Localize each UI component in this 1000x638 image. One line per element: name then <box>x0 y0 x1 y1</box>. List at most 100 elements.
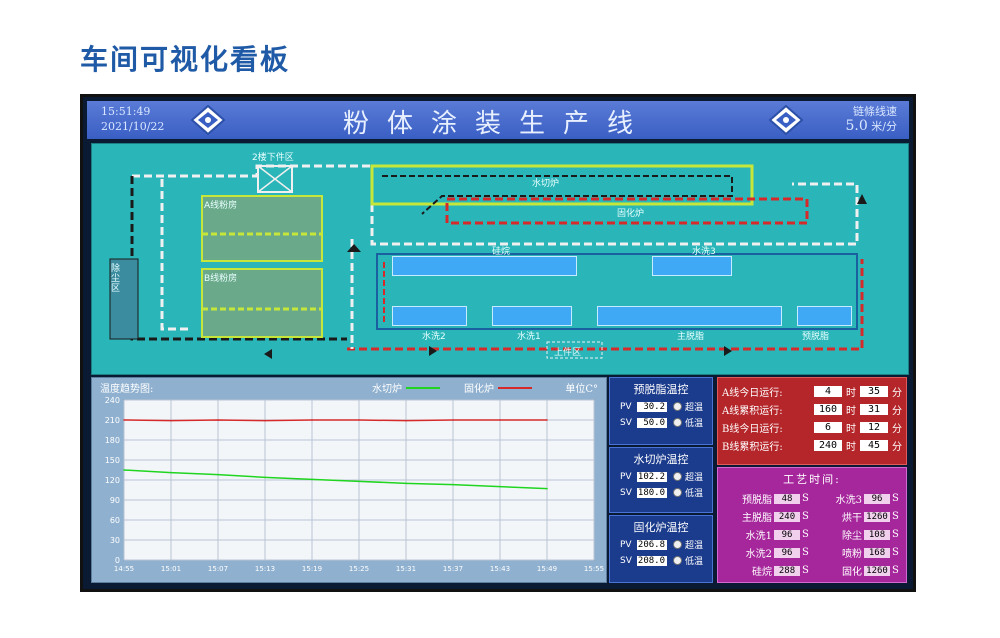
y-tick-label: 60 <box>110 516 120 525</box>
data-point <box>452 483 454 486</box>
process-time-value: 1260 <box>864 565 890 576</box>
pre-degrease-tank <box>797 306 852 326</box>
y-tick-label: 0 <box>115 556 120 565</box>
runtime-minutes: 31 <box>860 404 888 415</box>
runtime-minutes: 12 <box>860 422 888 433</box>
over-temp-indicator <box>673 540 682 549</box>
data-point <box>358 480 360 483</box>
data-point <box>170 419 172 422</box>
process-time-label: 除尘 <box>842 531 862 542</box>
powder-room-a-label: A线粉房 <box>204 201 238 211</box>
runtime-minutes: 35 <box>860 386 888 397</box>
header-bar: 15:51:49 2021/10/22 粉体涂装生产线 链條线速 5.0 米/分 <box>87 101 909 139</box>
current-date: 2021/10/22 <box>101 120 165 133</box>
sv-value: 208.0 <box>637 555 667 566</box>
water-wash1-tank <box>492 306 572 326</box>
y-tick-label: 180 <box>105 436 120 445</box>
seconds-unit: S <box>802 529 809 540</box>
legend-swatch <box>406 386 440 389</box>
data-point <box>311 478 313 481</box>
curing-oven-temp-control: 固化炉温控 PV 206.8 超温 SV 208.0 低温 <box>609 515 713 583</box>
low-temp-label: 低温 <box>685 489 704 499</box>
pv-label: PV <box>620 471 632 482</box>
runtime-minutes: 45 <box>860 440 888 451</box>
process-time-value: 96 <box>864 493 890 504</box>
process-time-label: 烘干 <box>842 513 862 524</box>
process-time-value: 48 <box>774 493 800 504</box>
y-tick-label: 150 <box>105 456 120 465</box>
production-line-title: 粉体涂装生产线 <box>342 109 651 139</box>
x-tick-label: 15:43 <box>490 565 510 573</box>
data-point <box>405 482 407 485</box>
low-temp-indicator <box>673 418 682 427</box>
data-point <box>264 476 266 479</box>
curing-oven-label: 固化炉 <box>617 209 645 219</box>
sv-label: SV <box>620 487 632 498</box>
low-temp-indicator <box>673 556 682 565</box>
over-temp-label: 超温 <box>685 541 704 551</box>
seconds-unit: S <box>802 511 809 522</box>
legend-label: 水切炉 <box>372 384 402 395</box>
temp-control-title: 预脱脂温控 <box>633 383 689 396</box>
legend-swatch <box>498 386 532 389</box>
runtime-row: A线今日运行: 4 时 35 分 <box>722 384 906 399</box>
pv-value: 30.2 <box>637 401 667 412</box>
sv-label: SV <box>620 555 632 566</box>
silane-label: 硅烷 <box>492 247 511 257</box>
sv-value: 50.0 <box>637 417 667 428</box>
process-time-label: 喷粉 <box>842 549 862 560</box>
data-point <box>264 419 266 422</box>
runtime-row: A线累积运行: 160 时 31 分 <box>722 402 906 417</box>
x-tick-label: 15:25 <box>349 565 369 573</box>
conveyor-diagram <box>109 164 867 359</box>
legend-curing-oven: 固化炉 <box>464 380 532 395</box>
water-wash1-label: 水洗1 <box>517 332 541 342</box>
data-point <box>546 487 548 490</box>
data-point <box>405 419 407 422</box>
runtime-label: A线今日运行: <box>722 388 783 399</box>
dashboard-screen: 15:51:49 2021/10/22 粉体涂装生产线 链條线速 5.0 米/分 <box>80 94 916 592</box>
low-temp-label: 低温 <box>685 419 704 429</box>
y-tick-label: 240 <box>105 396 120 405</box>
process-time-value: 108 <box>864 529 890 540</box>
pv-value: 206.8 <box>637 539 667 550</box>
runtime-hours: 160 <box>814 404 842 415</box>
temp-control-title: 水切炉温控 <box>633 453 689 466</box>
water-wash3-label: 水洗3 <box>692 247 716 257</box>
low-temp-label: 低温 <box>685 557 704 567</box>
temp-control-title: 固化炉温控 <box>633 521 689 534</box>
process-time-label: 水洗1 <box>745 531 772 542</box>
process-time-value: 96 <box>774 529 800 540</box>
data-point <box>499 485 501 488</box>
process-time-value: 1260 <box>864 511 890 522</box>
runtime-row: B线累积运行: 240 时 45 分 <box>722 438 906 453</box>
data-point <box>123 419 125 421</box>
data-point <box>546 419 548 421</box>
pv-label: PV <box>620 401 632 412</box>
over-temp-label: 超温 <box>685 403 704 413</box>
x-tick-label: 14:55 <box>114 565 134 573</box>
x-tick-label: 15:55 <box>584 565 604 573</box>
process-time-value: 240 <box>774 511 800 522</box>
process-time-value: 96 <box>774 547 800 558</box>
process-time-label: 水洗2 <box>745 549 772 560</box>
water-cut-oven-label: 水切炉 <box>532 179 560 189</box>
x-tick-label: 15:31 <box>396 565 416 573</box>
series-line <box>123 419 547 422</box>
silane-tank <box>392 256 577 276</box>
unload-area-label: 2楼下件区 <box>252 153 294 163</box>
process-time-label: 固化 <box>842 567 862 578</box>
process-time-label: 水洗3 <box>835 495 862 506</box>
runtime-hours: 6 <box>814 422 842 433</box>
minute-unit: 分 <box>892 406 902 417</box>
minute-unit: 分 <box>892 424 902 435</box>
hour-unit: 时 <box>846 424 856 435</box>
main-degrease-label: 主脱脂 <box>677 332 705 342</box>
process-diagram: 2楼下件区 A线粉房 B线粉房 水切炉 固化炉 硅烷 水洗3 水洗2 水洗1 主… <box>91 143 909 375</box>
